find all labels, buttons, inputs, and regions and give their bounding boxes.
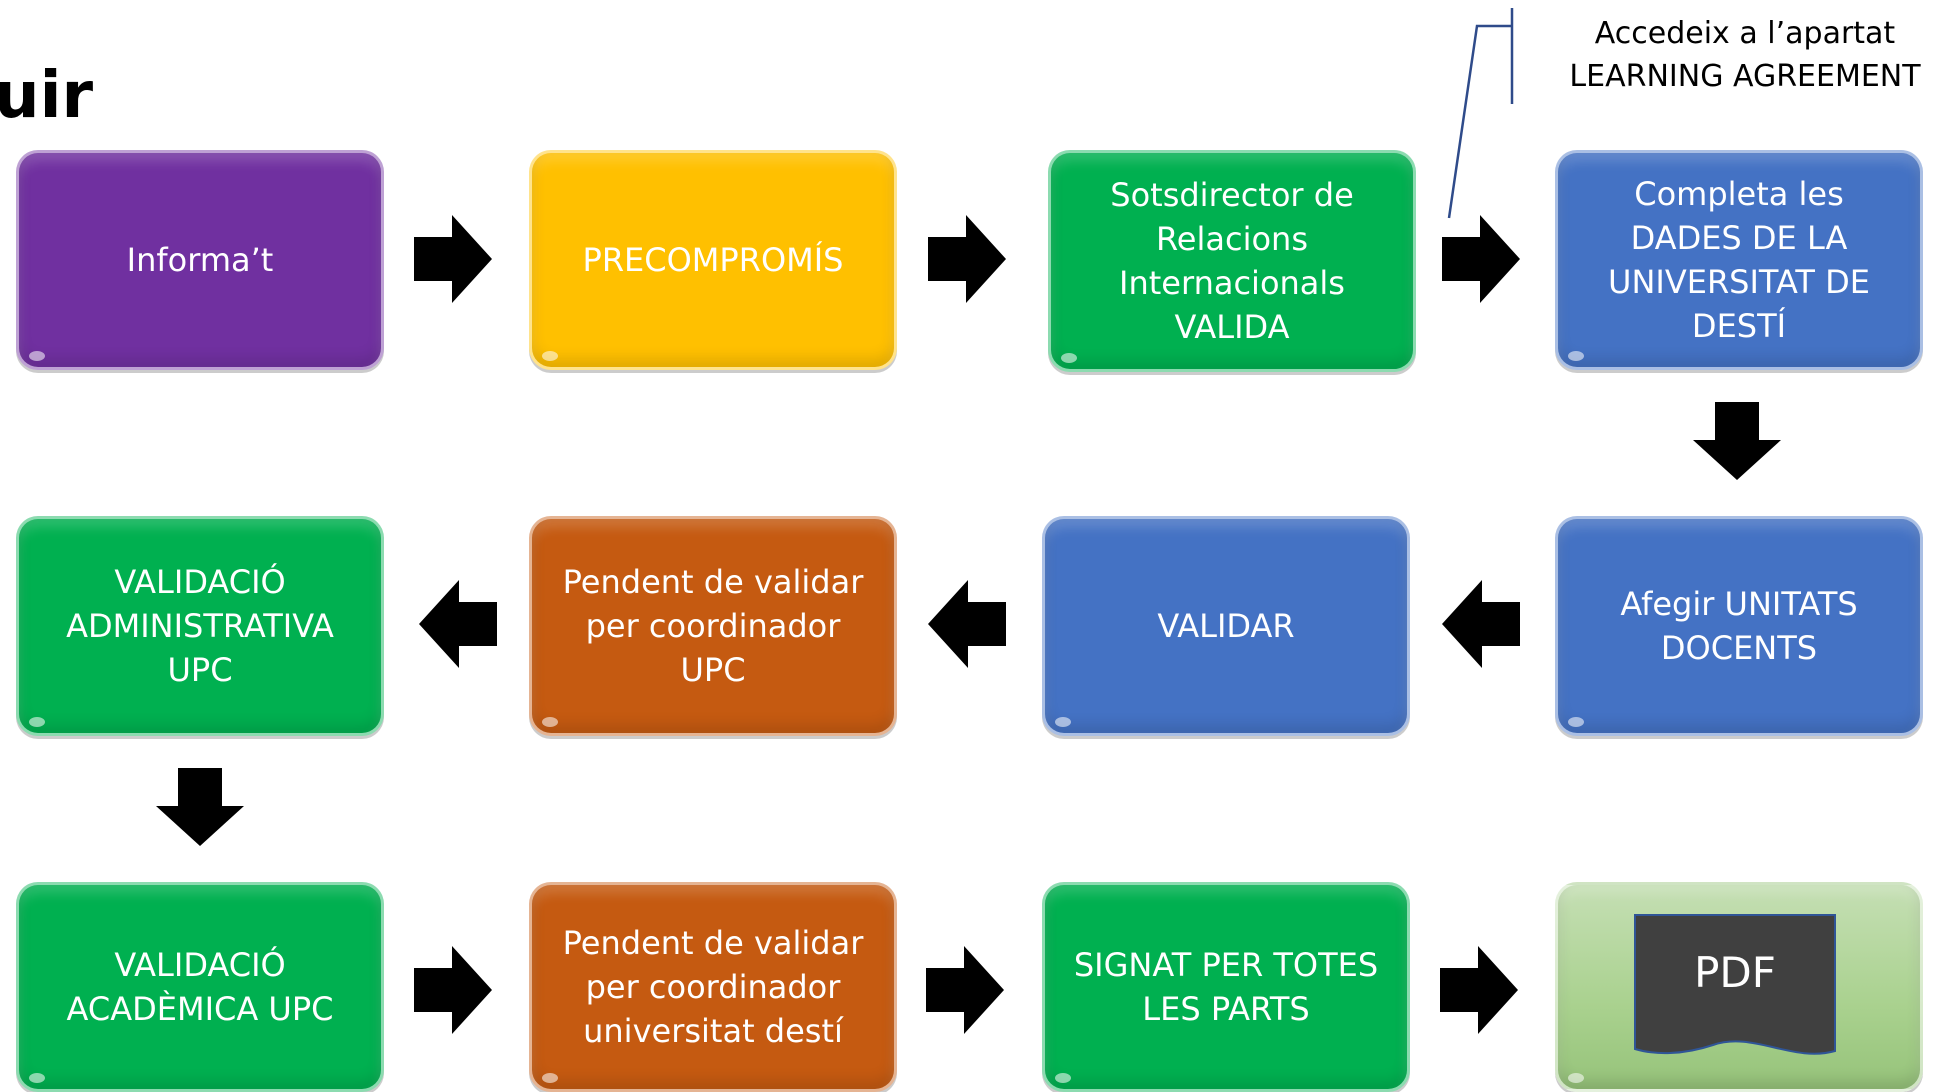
arrow-left-icon xyxy=(1442,580,1520,668)
arrow-left-icon xyxy=(928,580,1006,668)
arrow-left-icon xyxy=(419,580,497,668)
pdf-document-icon xyxy=(1634,914,1836,1055)
step-afegir-unitats-label: Afegir UNITATS DOCENTS xyxy=(1620,585,1858,667)
step-validar[interactable]: VALIDAR xyxy=(1042,516,1410,736)
step-validacio-academica-label: VALIDACIÓ ACADÈMICA UPC xyxy=(66,946,334,1028)
step-signat-totes-parts-label: SIGNAT PER TOTES LES PARTS xyxy=(1073,946,1379,1028)
step-informat[interactable]: Informa’t xyxy=(16,150,384,370)
arrow-right-icon xyxy=(928,215,1006,303)
step-validar-label: VALIDAR xyxy=(1157,607,1295,645)
callout-line-1: Accedeix a l’apartat xyxy=(1594,16,1896,51)
page-title: uir xyxy=(0,59,94,133)
step-precompromis-label: PRECOMPROMÍS xyxy=(582,241,844,279)
step-afegir-unitats[interactable]: Afegir UNITATS DOCENTS xyxy=(1555,516,1923,736)
pdf-label: PDF xyxy=(1694,948,1776,997)
step-pendent-coordinador-desti-label: Pendent de validar per coordinador unive… xyxy=(562,924,864,1050)
step-validacio-administrativa[interactable]: VALIDACIÓ ADMINISTRATIVA UPC xyxy=(16,516,384,736)
step-dades-universitat-label: Completa les DADES DE LA UNIVERSITAT DE … xyxy=(1608,175,1870,345)
callout-note: Accedeix a l’apartat LEARNING AGREEMENT xyxy=(1555,12,1935,98)
step-pendent-coordinador-desti[interactable]: Pendent de validar per coordinador unive… xyxy=(529,882,897,1092)
arrow-right-icon xyxy=(1442,215,1520,303)
step-informat-label: Informa’t xyxy=(126,241,274,279)
arrow-right-icon xyxy=(414,946,492,1034)
step-signat-totes-parts[interactable]: SIGNAT PER TOTES LES PARTS xyxy=(1042,882,1410,1092)
arrow-down-icon xyxy=(1693,402,1781,480)
step-pendent-coordinador-upc[interactable]: Pendent de validar per coordinador UPC xyxy=(529,516,897,736)
arrow-right-icon xyxy=(926,946,1004,1034)
arrow-right-icon xyxy=(1440,946,1518,1034)
arrow-down-icon xyxy=(156,768,244,846)
step-validacio-academica[interactable]: VALIDACIÓ ACADÈMICA UPC xyxy=(16,882,384,1092)
step-precompromis[interactable]: PRECOMPROMÍS xyxy=(529,150,897,370)
step-sotsdirector-valida-label: Sotsdirector de Relacions Internacionals… xyxy=(1110,176,1354,346)
step-sotsdirector-valida[interactable]: Sotsdirector de Relacions Internacionals… xyxy=(1048,150,1416,372)
arrow-right-icon xyxy=(414,215,492,303)
callout-line-2: LEARNING AGREEMENT xyxy=(1569,59,1921,94)
step-pendent-coordinador-upc-label: Pendent de validar per coordinador UPC xyxy=(562,563,864,689)
step-validacio-administrativa-label: VALIDACIÓ ADMINISTRATIVA UPC xyxy=(66,563,334,689)
step-dades-universitat[interactable]: Completa les DADES DE LA UNIVERSITAT DE … xyxy=(1555,150,1923,370)
